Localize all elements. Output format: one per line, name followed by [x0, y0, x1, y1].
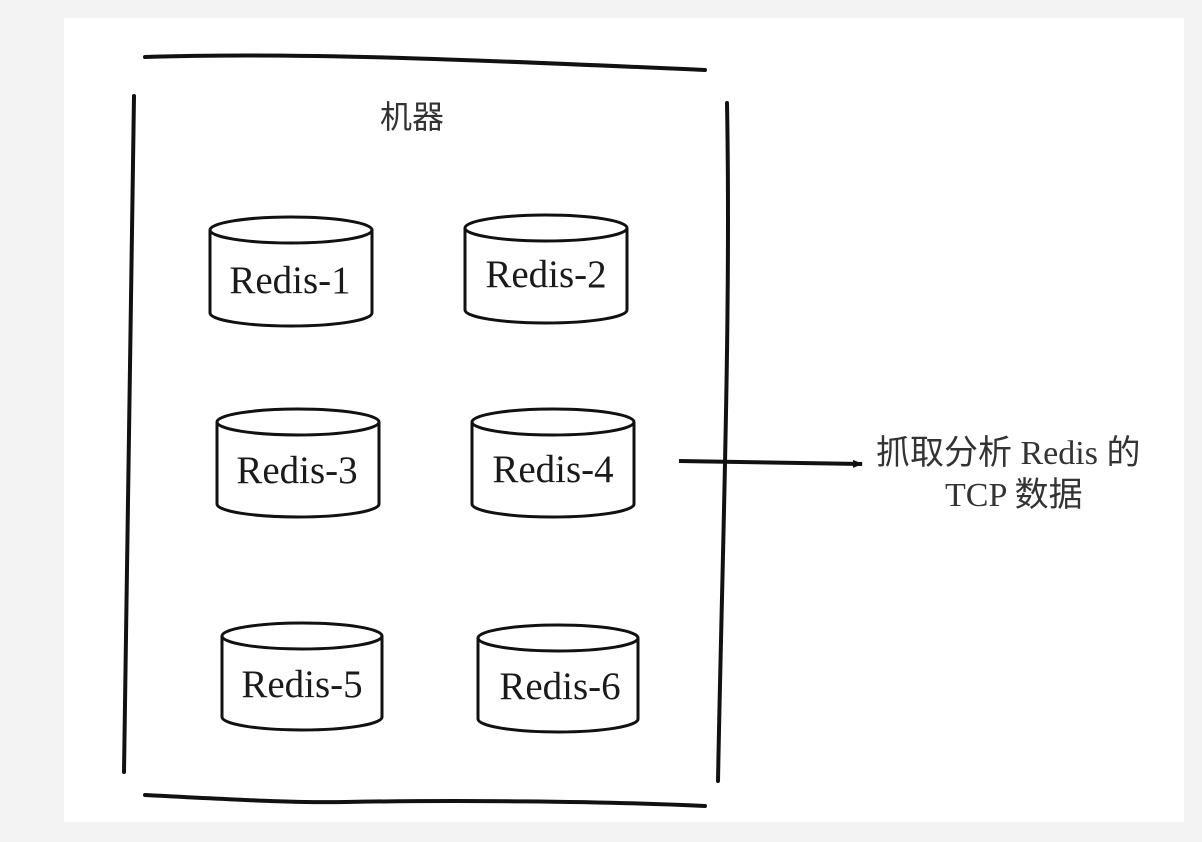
cylinder-top: [463, 213, 629, 243]
cylinder-top: [215, 407, 381, 437]
annotation-line-1: 抓取分析 Redis 的: [876, 434, 1140, 472]
cylinder-body: [215, 422, 381, 519]
redis-label: Redis-6: [499, 665, 620, 708]
cylinder-top: [470, 407, 636, 437]
machine-box-bottom-edge: [143, 793, 707, 808]
machine-box-top-edge: [143, 53, 707, 72]
machine-box: [122, 53, 730, 808]
cylinder-body: [220, 636, 384, 732]
cylinder-body: [208, 230, 374, 328]
cylinder-body: [463, 228, 629, 325]
cylinder-body: [470, 422, 636, 519]
redis-label: Redis-1: [229, 259, 350, 302]
redis-label: Redis-5: [241, 663, 362, 706]
redis-label: Redis-2: [485, 253, 606, 296]
redis-node-4: Redis-4: [470, 407, 636, 519]
cylinder-top: [220, 621, 384, 651]
redis-label: Redis-3: [236, 449, 357, 492]
redis-label: Redis-4: [492, 448, 613, 491]
redis-node-5: Redis-5: [220, 621, 384, 732]
cylinder-top: [476, 623, 640, 653]
machine-box-left-edge: [122, 94, 136, 774]
annotation-line-2: TCP 数据: [945, 476, 1083, 514]
cylinder-top: [208, 215, 374, 245]
redis-node-3: Redis-3: [215, 407, 381, 519]
cylinder-body: [476, 638, 640, 734]
redis-node-2: Redis-2: [463, 213, 629, 325]
redis-node-6: Redis-6: [476, 623, 640, 734]
capture-arrow: [678, 459, 863, 468]
machine-box-right-edge: [716, 101, 730, 783]
machine-label: 机器: [380, 98, 444, 136]
redis-node-1: Redis-1: [208, 215, 374, 328]
